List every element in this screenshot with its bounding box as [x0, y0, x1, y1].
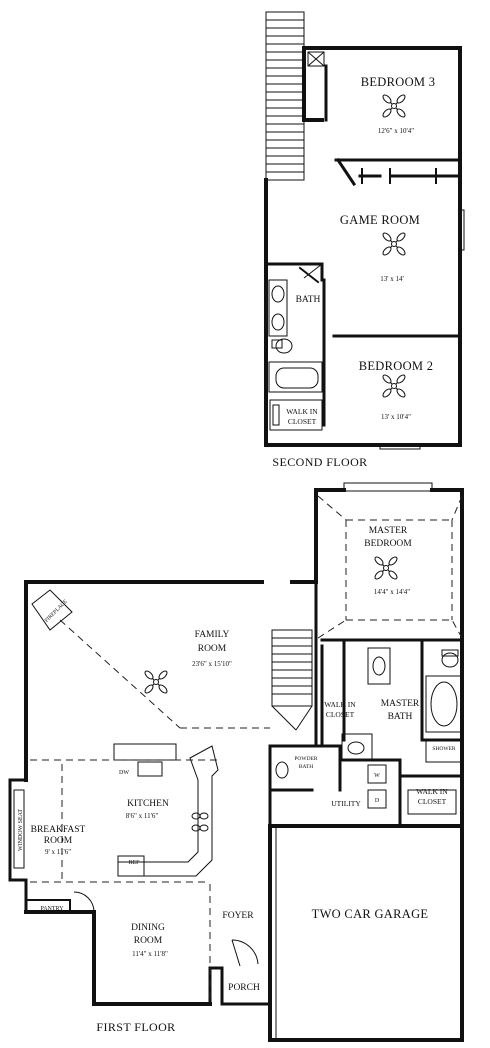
walk-in-closet-label-line2: CLOSET [288, 417, 317, 426]
game-room-label: GAME ROOM [340, 213, 420, 227]
kitchen-label: KITCHEN [127, 799, 169, 809]
second-floor-title: SECOND FLOOR [272, 455, 367, 469]
powder-bath-label-line1: POWDER [294, 756, 318, 762]
game-room-dims: 13' x 14' [380, 275, 404, 283]
ceiling-fan-icon [381, 93, 407, 119]
window-seat-label: WINDOW SEAT [18, 809, 24, 851]
powder-bath-label-line2: BATH [299, 764, 313, 770]
master-bedroom-label-line1: MASTER [369, 526, 408, 536]
foyer-label: FOYER [222, 911, 254, 921]
bath-label: BATH [296, 295, 321, 305]
master-bath-label-line2: BATH [388, 712, 413, 722]
washer-label: W [374, 773, 380, 779]
ceiling-fan-icon [373, 555, 399, 581]
bedroom3-label: BEDROOM 3 [361, 75, 436, 89]
dw-label: DW [119, 770, 129, 776]
family-room-label-line1: FAMILY [195, 630, 230, 640]
bedroom2-dims: 13' x 10'4" [381, 413, 411, 421]
utility-label: UTILITY [331, 799, 361, 808]
dining-room-label-line1: DINING [131, 923, 165, 933]
porch-label: PORCH [228, 983, 260, 993]
bedroom2-label: BEDROOM 2 [359, 359, 434, 373]
ceiling-fan-icon [143, 669, 169, 695]
shower-label: SHOWER [432, 746, 456, 752]
master-bath-label-line1: MASTER [381, 699, 420, 709]
stair-upper [265, 11, 305, 181]
walk-in-closet-2-label-line2: CLOSET [418, 797, 447, 806]
bedroom3-dims: 12'6" x 10'4" [378, 127, 414, 135]
kitchen-dims: 8'6" x 11'6" [126, 812, 159, 820]
walk-in-closet-label-line1: WALK IN [286, 407, 318, 416]
family-room-dims: 23'6" x 15'10" [192, 660, 232, 668]
pantry-label: PANTRY [40, 906, 64, 912]
dryer-label: D [375, 798, 380, 804]
walk-in-closet-2-label-line1: WALK IN [416, 787, 448, 796]
garage-label: TWO CAR GARAGE [312, 907, 429, 921]
family-room-label-line2: ROOM [198, 644, 227, 654]
breakfast-room-dims: 9' x 11'6" [45, 848, 71, 856]
stair-lower [271, 629, 313, 731]
master-closet-label-line1: WALK IN [324, 700, 356, 709]
master-bedroom-dims: 14'4" x 14'4" [374, 588, 410, 596]
dining-room-label-line2: ROOM [134, 936, 163, 946]
first-floor-title: FIRST FLOOR [96, 1020, 175, 1034]
first-floor: MASTER BEDROOM 14'4" x 14'4" FAMILY ROOM… [8, 482, 464, 1042]
second-floor: BEDROOM 3 12'6" x 10'4" GAME ROOM 13' x … [264, 11, 465, 469]
master-bedroom-label-line2: BEDROOM [364, 539, 412, 549]
breakfast-room-label-line2: ROOM [44, 836, 73, 846]
fireplace-label: FIREPLACE [44, 598, 69, 623]
ceiling-fan-icon [381, 231, 407, 257]
breakfast-room-label-line1: BREAKFAST [31, 825, 86, 835]
ceiling-fan-icon [381, 373, 407, 399]
dining-room-dims: 11'4" x 11'8" [132, 950, 168, 958]
ref-label: REF [128, 860, 140, 866]
master-closet-label-line2: CLOSET [326, 710, 355, 719]
